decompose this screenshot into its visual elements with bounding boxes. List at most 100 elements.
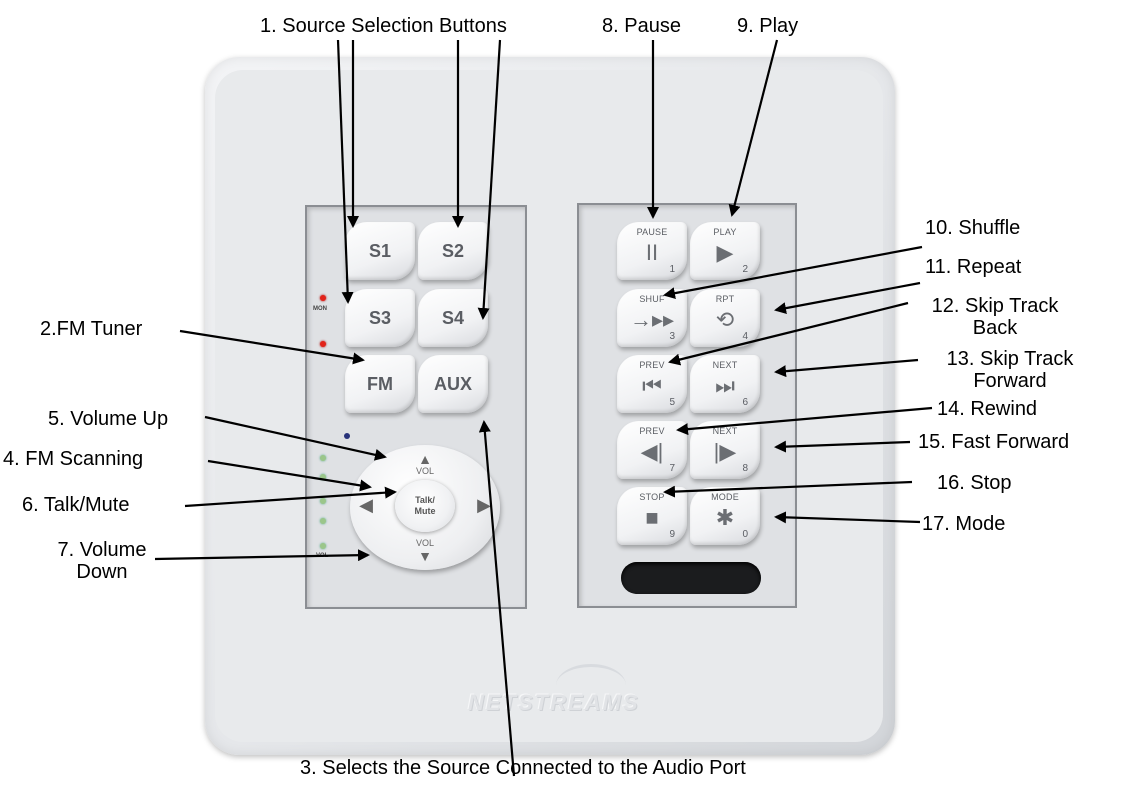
stop-number: 9 [669, 529, 675, 540]
volume-up-label: VOL [415, 466, 434, 476]
stop-button[interactable]: STOP ■ 9 [617, 487, 687, 545]
shuffle-number: 3 [669, 331, 675, 342]
right-keypad-panel [577, 203, 797, 608]
s3-button[interactable]: S3 [345, 289, 415, 347]
brand-logo: NETSTREAMS [468, 690, 640, 715]
left-button[interactable]: ◀ [356, 495, 376, 516]
pause-label: PAUSE [636, 227, 668, 237]
mon-led [320, 295, 326, 301]
pause-icon: II [645, 240, 659, 265]
stop-label: STOP [639, 492, 665, 502]
volume-led-1 [320, 455, 326, 461]
leader-line-vol-down [154, 549, 370, 562]
arrow-right-icon: ▶ [477, 495, 491, 515]
skip-forward-number: 6 [742, 397, 748, 408]
volume-led-4 [320, 518, 326, 524]
mode-button[interactable]: MODE ✱ 0 [690, 487, 760, 545]
rewind-number: 7 [669, 463, 675, 474]
repeat-button[interactable]: RPT ⟲ 4 [690, 289, 760, 347]
talk-mute-button[interactable]: Talk/ Mute [395, 480, 455, 532]
repeat-icon: ⟲ [715, 307, 735, 332]
fast-forward-number: 8 [742, 463, 748, 474]
leader-line-skip-forward [774, 358, 919, 378]
s1-button[interactable]: S1 [345, 222, 415, 280]
volume-down-button[interactable]: VOL ▼ [405, 538, 445, 565]
ir-receiver-window [621, 562, 761, 594]
mode-label: MODE [711, 492, 739, 502]
talk-mute-label-line2: Mute [414, 506, 436, 516]
brand-logo-arc [556, 664, 626, 707]
leader-line-rewind [676, 406, 933, 436]
callout-mode: 17. Mode [922, 513, 1006, 535]
leader-line-mode [774, 511, 921, 524]
callout-talk-mute: 6. Talk/Mute [22, 494, 130, 516]
leader-line-fm-scan [207, 459, 372, 492]
fm-button[interactable]: FM [345, 355, 415, 413]
leader-line-s3 [336, 39, 354, 304]
volume-led-5 [320, 543, 326, 549]
mon-led-label: MON [313, 306, 327, 312]
callout-volume-up: 5. Volume Up [48, 408, 169, 430]
mode-icon: ✱ [715, 505, 735, 530]
shuffle-label: SHUF [639, 294, 665, 304]
status-led [344, 433, 350, 439]
talk-mute-label-line1: Talk/ [415, 495, 435, 505]
skip-forward-label: NEXT [712, 360, 738, 370]
volume-down-label: VOL [415, 538, 434, 548]
skip-back-icon: ⏮ [642, 373, 662, 398]
skip-forward-button[interactable]: NEXT ⏭ 6 [690, 355, 760, 413]
leader-line-play [728, 39, 779, 217]
callout-play: 9. Play [737, 15, 799, 37]
right-button[interactable]: ▶ [474, 495, 494, 516]
volume-led-2 [320, 474, 326, 480]
arrow-left-icon: ◀ [359, 495, 373, 515]
stop-icon: ■ [645, 505, 659, 530]
callout-aux-port: 3. Selects the Source Connected to the A… [300, 757, 746, 779]
rewind-button[interactable]: PREV ◀| 7 [617, 421, 687, 479]
leader-line-vol-up [204, 415, 387, 461]
play-button[interactable]: PLAY ▶ 2 [690, 222, 760, 280]
volume-led-3 [320, 498, 326, 504]
callout-volume-down: 7. Volume Down [57, 539, 147, 583]
arrow-up-icon: ▲ [418, 451, 432, 467]
callout-fm-scanning: 4. FM Scanning [3, 448, 144, 470]
rewind-label: PREV [639, 426, 665, 436]
leader-line-shuffle [663, 245, 923, 300]
callout-pause: 8. Pause [602, 15, 681, 37]
fast-forward-icon: |▶ [713, 439, 737, 464]
mode-number: 0 [742, 529, 748, 540]
pause-button[interactable]: PAUSE II 1 [617, 222, 687, 280]
skip-forward-icon: ⏭ [715, 373, 735, 398]
callout-stop: 16. Stop [937, 472, 1012, 494]
fast-forward-label: NEXT [712, 426, 738, 436]
leader-line-repeat [774, 281, 921, 315]
pause-number: 1 [669, 264, 675, 275]
volume-up-button[interactable]: ▲ VOL [405, 451, 445, 476]
callout-shuffle: 10. Shuffle [925, 217, 1021, 239]
repeat-number: 4 [742, 331, 748, 342]
play-label: PLAY [713, 227, 737, 237]
aux-button[interactable]: AUX [418, 355, 488, 413]
leader-line-s4 [477, 39, 502, 320]
skip-back-number: 5 [669, 397, 675, 408]
fast-forward-button[interactable]: NEXT |▶ 8 [690, 421, 760, 479]
s2-button[interactable]: S2 [418, 222, 488, 280]
play-number: 2 [742, 264, 748, 275]
skip-back-label: PREV [639, 360, 665, 370]
leader-line-skip-back [668, 301, 909, 366]
callout-repeat: 11. Repeat [925, 256, 1022, 278]
callout-skip-back: 12. Skip Track Back [931, 295, 1059, 339]
leader-line-aux [478, 420, 516, 777]
s4-button[interactable]: S4 [418, 289, 488, 347]
shuffle-icon: →▸▸ [629, 307, 675, 332]
repeat-label: RPT [715, 294, 735, 304]
arrow-down-icon: ▼ [418, 548, 432, 564]
rewind-icon: ◀| [640, 439, 664, 464]
fm-led [320, 341, 326, 347]
leader-line-stop [663, 480, 913, 498]
leader-line-talk [184, 486, 397, 508]
play-icon: ▶ [716, 240, 734, 265]
callout-skip-forward: 13. Skip Track Forward [946, 348, 1074, 392]
callout-rewind: 14. Rewind [937, 398, 1038, 420]
